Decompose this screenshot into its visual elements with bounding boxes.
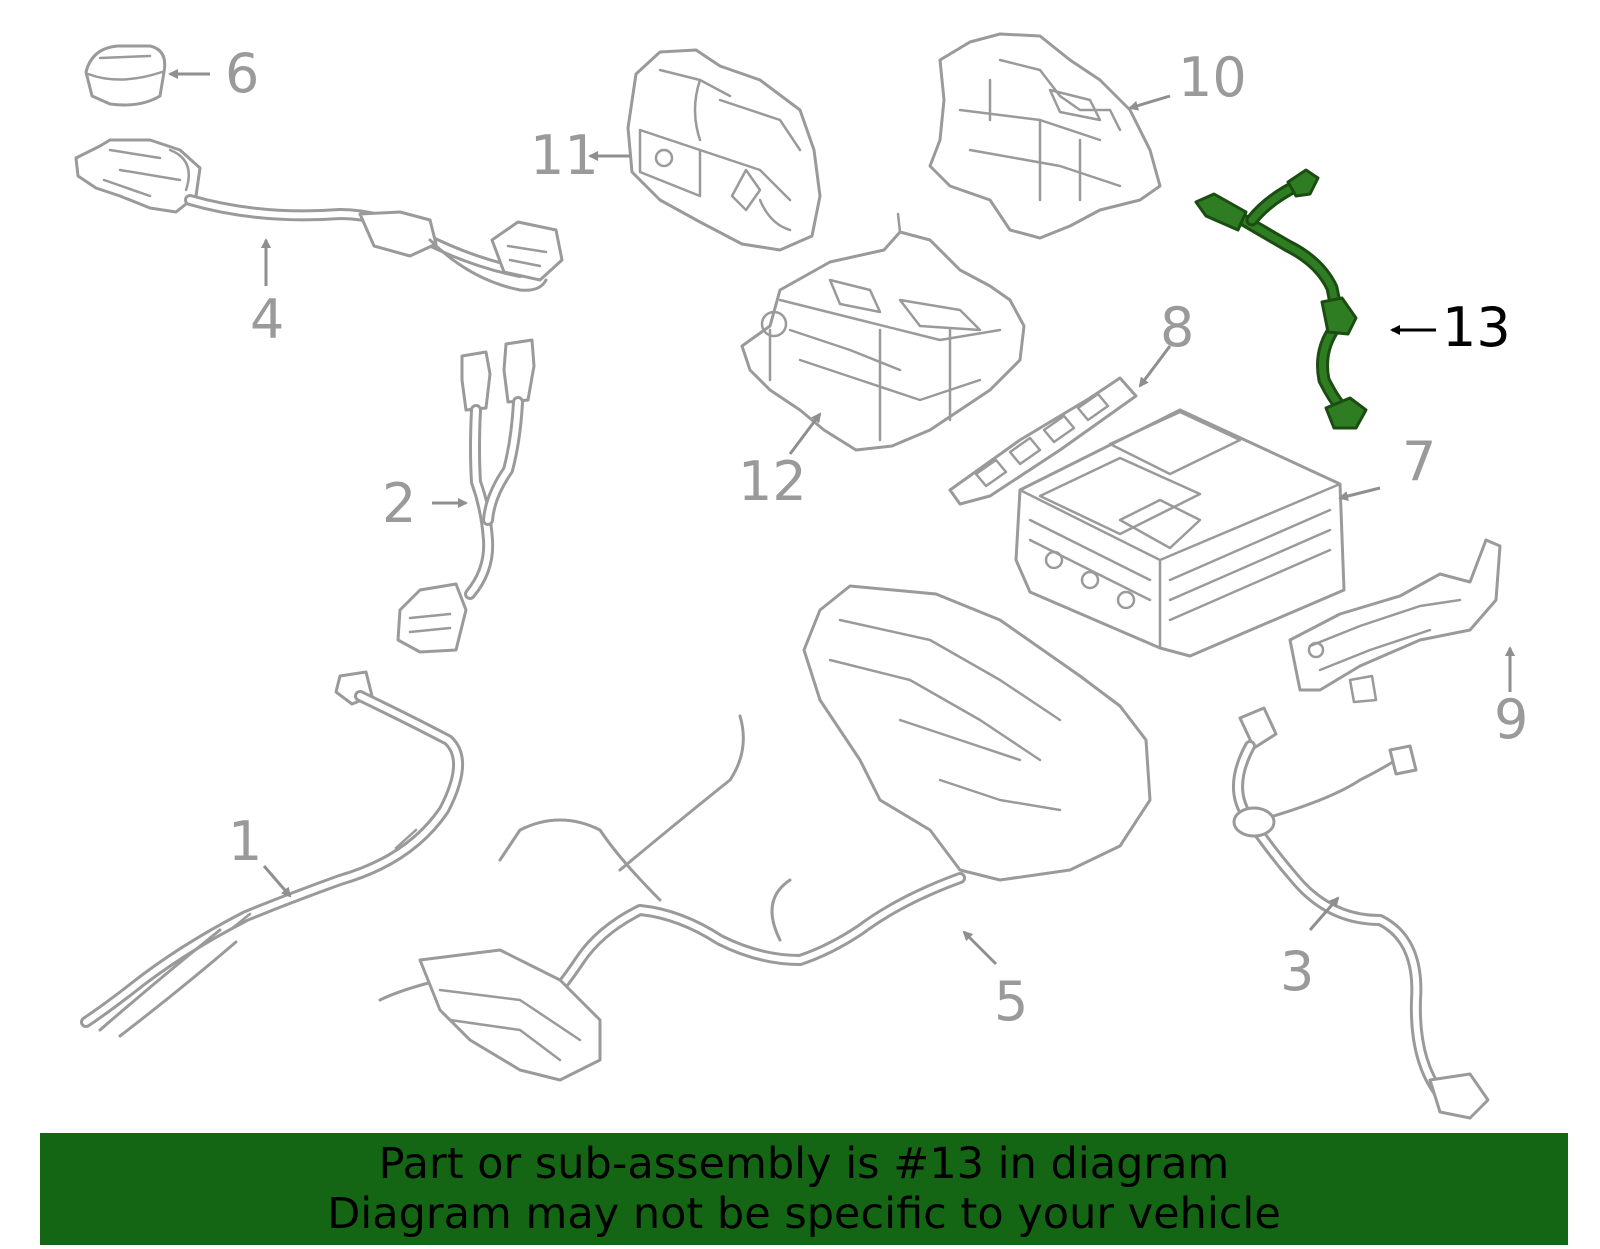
- callout-11: 11: [530, 124, 599, 187]
- callout-6: 6: [225, 42, 259, 105]
- banner-line-1: Part or sub-assembly is #13 in diagram: [378, 1139, 1230, 1189]
- part-8-gasket: [948, 376, 1138, 506]
- callout-9: 9: [1494, 688, 1528, 751]
- callout-1: 1: [228, 810, 262, 873]
- callout-8: 8: [1160, 296, 1194, 359]
- part-1-cable: [80, 670, 465, 1038]
- callout-4: 4: [250, 288, 284, 351]
- part-11-module: [626, 48, 822, 252]
- banner-line-2: Diagram may not be specific to your vehi…: [327, 1189, 1281, 1239]
- callout-arrows: [168, 69, 1515, 966]
- part-7-inverter: [1014, 408, 1346, 658]
- part-4-harness: [74, 138, 564, 292]
- callout-5: 5: [994, 970, 1028, 1033]
- callout-10: 10: [1178, 46, 1247, 109]
- part-5-main-harness: [378, 584, 1152, 1082]
- callout-2: 2: [382, 472, 416, 535]
- callout-7: 7: [1402, 430, 1436, 493]
- part-10-module: [928, 32, 1162, 240]
- part-6-cap: [84, 44, 167, 107]
- part-13-harness-highlighted: [1194, 168, 1368, 430]
- part-2-pigtail: [396, 338, 536, 654]
- callout-12: 12: [738, 450, 807, 513]
- part-3-harness: [1232, 706, 1490, 1120]
- callout-labels: 6 4 11 10 8 12 7 2 9 1 5 3 13: [225, 42, 1528, 1033]
- part-12-unit: [740, 212, 1026, 452]
- info-banner: Part or sub-assembly is #13 in diagram D…: [40, 1133, 1568, 1245]
- part-9-bracket: [1288, 538, 1502, 704]
- callout-13: 13: [1442, 296, 1511, 359]
- callout-3: 3: [1280, 940, 1314, 1003]
